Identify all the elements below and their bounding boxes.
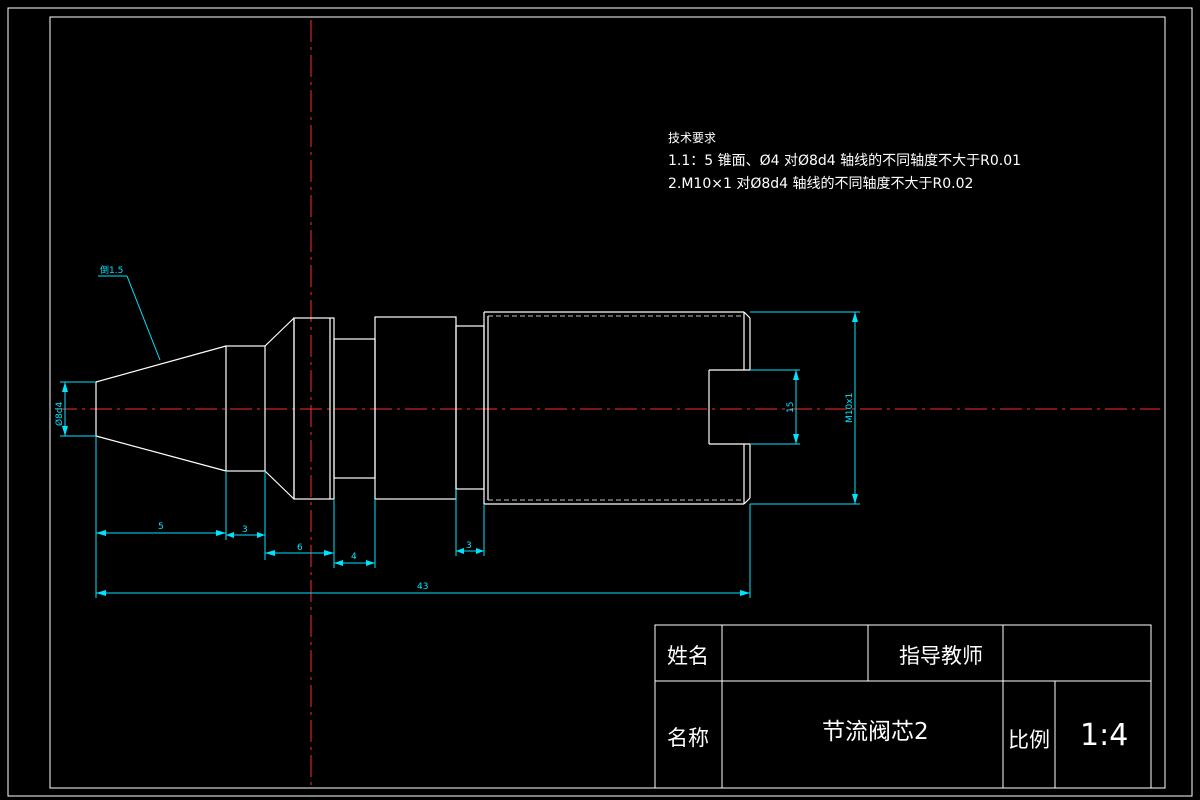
outer-border xyxy=(7,7,1193,797)
total-length-label: 43 xyxy=(417,582,428,592)
teacher-label: 指导教师 xyxy=(899,644,983,668)
tech-requirement-2: 2.M10×1 对Ø8d4 轴线的不同轴度不大于R0.02 xyxy=(668,176,973,192)
groove-length-label: 4 xyxy=(351,552,357,562)
part-name-value: 节流阀芯2 xyxy=(822,719,929,745)
tech-requirement-1: 1.1：5 锥面、Ø4 对Ø8d4 轴线的不同轴度不大于R0.01 xyxy=(668,153,1021,169)
tip-diameter-label: Ø8d4 xyxy=(54,401,65,426)
centerlines xyxy=(55,20,1160,786)
scale-value: 1:4 xyxy=(1080,718,1128,753)
dimension-arrows xyxy=(62,312,858,596)
slot-width-label: 15 xyxy=(786,402,796,413)
cone-length-label: 5 xyxy=(158,522,164,532)
thread-minor-lines xyxy=(488,315,744,501)
scale-label: 比例 xyxy=(1008,728,1050,752)
name-label: 姓名 xyxy=(667,644,709,668)
undercut-length-label: 3 xyxy=(466,541,472,551)
part-outline xyxy=(95,311,751,505)
thread-label: M10x1 xyxy=(845,393,855,423)
chamfer-label: 倒1.5 xyxy=(100,264,123,276)
tech-requirements-heading: 技术要求 xyxy=(668,131,716,145)
title-block xyxy=(654,624,1152,789)
part-name-label: 名称 xyxy=(667,726,709,750)
taper-length-label: 6 xyxy=(297,543,303,553)
inner-border xyxy=(49,16,1166,789)
cylinder-length-label: 3 xyxy=(242,525,248,535)
